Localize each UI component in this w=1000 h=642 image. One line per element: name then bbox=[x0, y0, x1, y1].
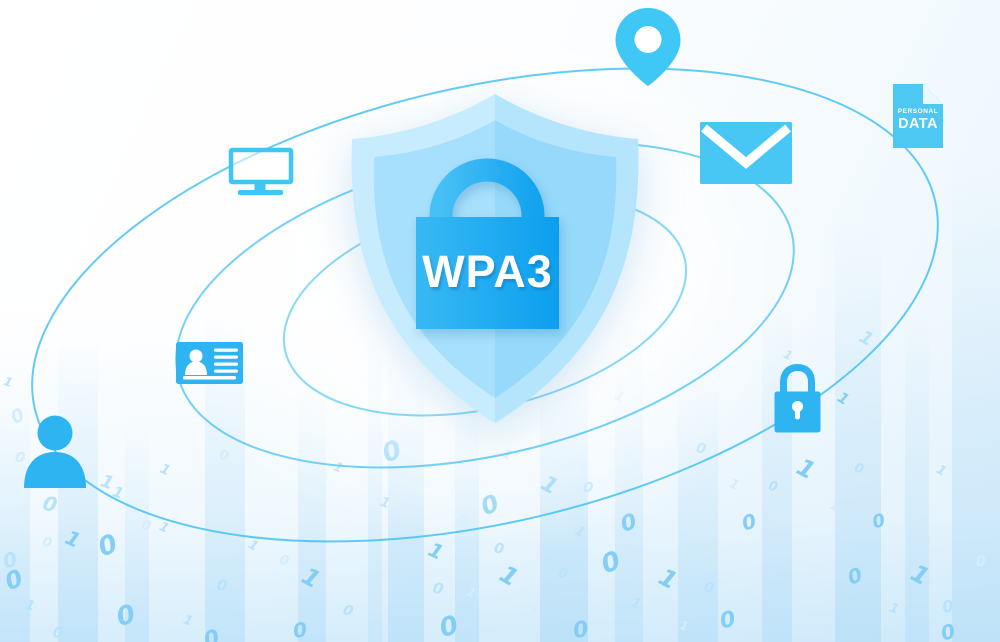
padlock-icon bbox=[774, 363, 821, 433]
wpa3-label: WPA3 bbox=[422, 246, 553, 297]
personal-data-line2: DATA bbox=[898, 116, 938, 132]
personal-data-label: PERSONAL DATA bbox=[893, 108, 943, 132]
email-envelope-icon bbox=[700, 122, 792, 184]
location-pin-icon bbox=[615, 8, 681, 86]
shield-lock-body bbox=[416, 217, 559, 329]
personal-data-line1: PERSONAL bbox=[897, 108, 939, 115]
orbit-ellipse-0 bbox=[31, 67, 939, 543]
shield-lock-icon bbox=[416, 158, 559, 329]
personal-data-document-icon bbox=[893, 84, 943, 148]
user-person-icon bbox=[24, 415, 86, 488]
computer-monitor-icon bbox=[228, 147, 294, 195]
id-card-icon bbox=[176, 342, 243, 384]
